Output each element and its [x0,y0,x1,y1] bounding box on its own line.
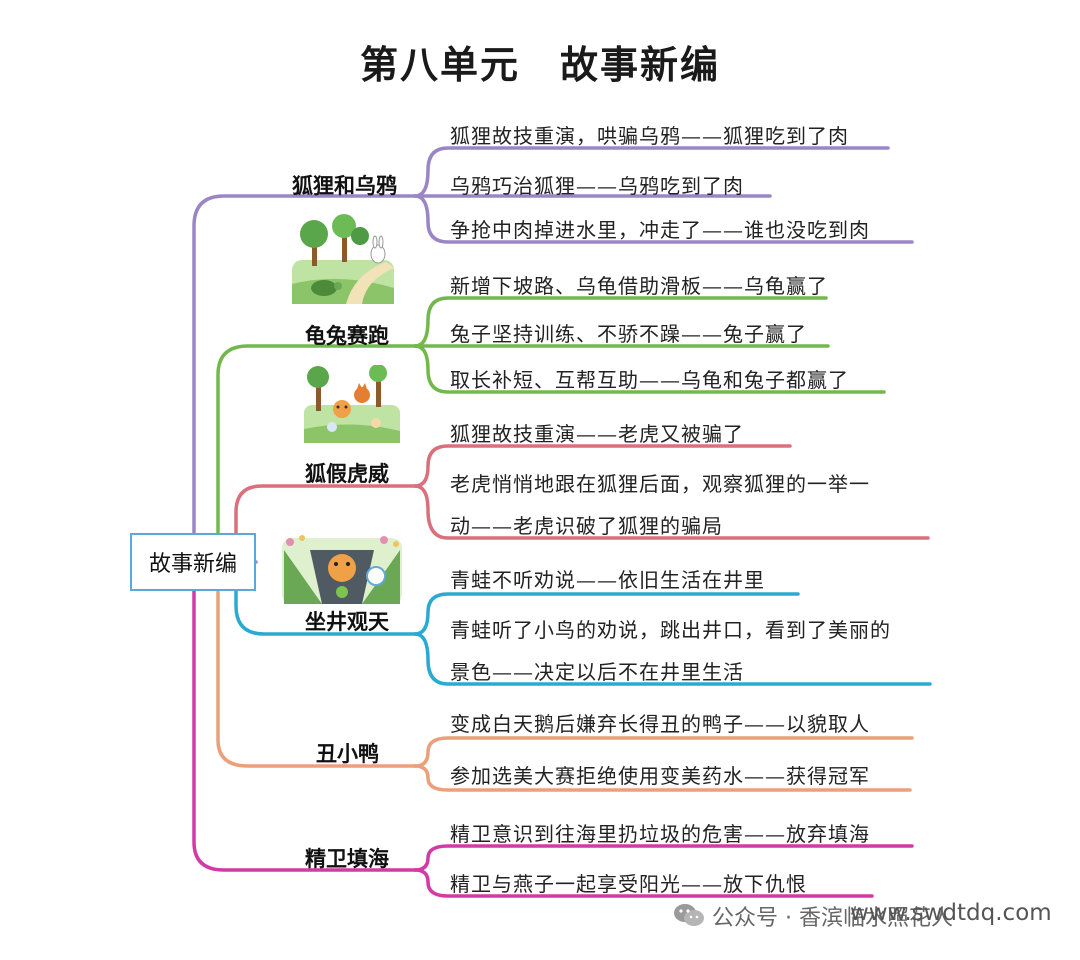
leaf-3-1: 狐狸故技重演——老虎又被骗了 [450,422,744,446]
connector-leaf-4-2 [413,632,932,686]
leaf-1-3: 争抢中肉掉进水里，冲走了——谁也没吃到肉 [450,218,870,242]
leaf-6-1: 精卫意识到往海里扔垃圾的危害——放弃填海 [450,822,870,846]
fox-tiger-illustration [304,365,400,443]
leaf-2-1: 新增下坡路、乌龟借助滑板——乌龟赢了 [450,274,828,298]
leaf-5-2: 参加选美大赛拒绝使用变美药水——获得冠军 [450,764,870,788]
branch-label-6: 精卫填海 [305,847,389,871]
leaf-4-2-line-2: 景色——决定以后不在井里生活 [450,660,744,684]
branch-label-3: 狐假虎威 [305,462,389,486]
branch-label-1: 狐狸和乌鸦 [292,174,397,198]
connector-leaf-2-1 [413,296,828,348]
connector-leaf-6-1 [413,844,914,872]
connector-leaf-2-3 [413,344,886,394]
watermark-url: www.swdtdq.com [850,900,1052,926]
leaf-3-2-line-1: 老虎悄悄地跟在狐狸后面，观察狐狸的一举一 [450,472,870,496]
root-node: 故事新编 [130,533,256,591]
leaf-6-2: 精卫与燕子一起享受阳光——放下仇恨 [450,872,807,896]
connector-leaf-4-1 [413,592,800,636]
connector-leaf-3-1 [413,444,792,488]
connector-leaf-6-2 [413,868,874,898]
page-title: 第八单元 故事新编 [359,43,720,87]
leaf-1-1: 狐狸故技重演，哄骗乌鸦——狐狸吃到了肉 [450,124,849,148]
branch-label-2: 龟兔赛跑 [305,324,389,348]
leaf-4-1: 青蛙不听劝说——依旧生活在井里 [450,568,765,592]
wechat-icon [674,904,704,926]
frog-well-illustration [282,535,402,604]
leaf-2-3: 取长补短、互帮互助——乌龟和兔子都赢了 [450,368,849,392]
leaf-5-1: 变成白天鹅后嫌弃长得丑的鸭子——以貌取人 [450,712,870,736]
connector-leaf-5-1 [413,736,914,768]
connector-leaf-3-2 [413,484,930,540]
tortoise-hare-illustration [292,214,394,304]
watermark-text: 公众号 · 香滨临水照花人 [712,906,953,931]
leaf-1-2: 乌鸦巧治狐狸——乌鸦吃到了肉 [450,174,744,198]
leaf-4-2-line-1: 青蛙听了小鸟的劝说，跳出井口，看到了美丽的 [450,618,891,642]
connector-leaf-1-1 [413,146,890,198]
leaf-3-2-line-2: 动——老虎识破了狐狸的骗局 [450,514,723,538]
branch-label-4: 坐井观天 [305,610,389,634]
branch-label-5: 丑小鸭 [316,742,379,766]
connector-leaf-1-3 [413,194,914,244]
connector-leaf-5-2 [413,764,912,792]
leaf-2-2: 兔子坚持训练、不骄不躁——兔子赢了 [450,322,807,346]
